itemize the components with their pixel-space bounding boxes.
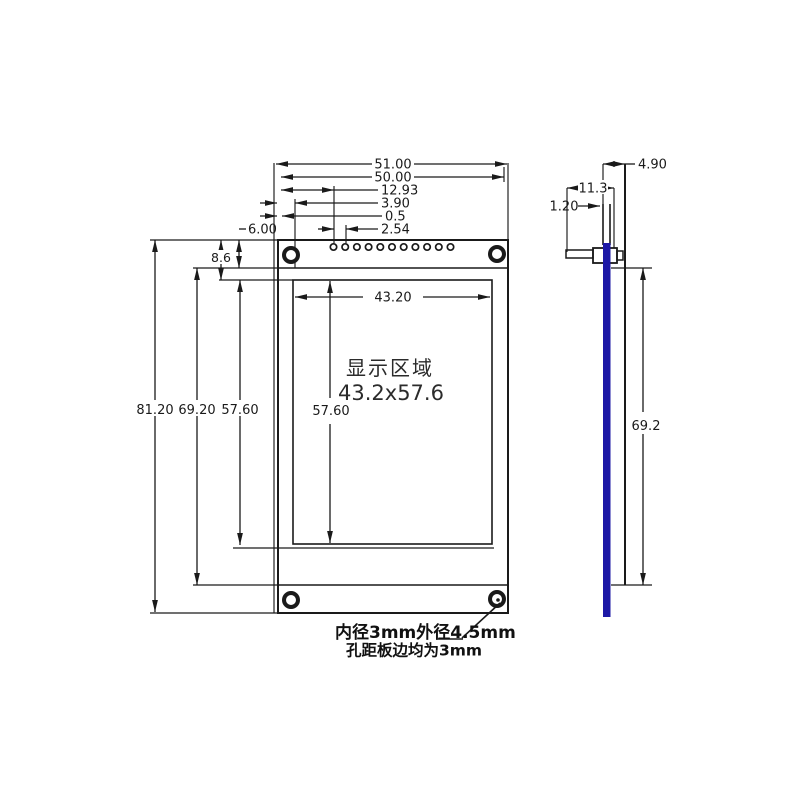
dim-label-board-width: 50.00 <box>374 171 411 186</box>
display-glass-bar <box>603 243 611 617</box>
dim-label-display-height-inner: 57.60 <box>312 404 349 419</box>
label-mask <box>372 156 414 171</box>
left-dimensions: 81.20 69.20 57.60 <box>134 240 261 612</box>
dim-label-display-height-left: 57.60 <box>221 403 258 418</box>
dim-label-top-margin: 6.00 <box>248 223 277 238</box>
dim-label-pin-pitch: 2.54 <box>381 223 410 238</box>
pin-hole <box>364 242 373 252</box>
label-mask <box>134 400 176 416</box>
pcb-board-outline <box>277 239 509 614</box>
pin-hole <box>399 242 408 252</box>
top-dimensions: 51.00 50.00 12.93 3.90 0.5 2.54 6.00 8.6 <box>209 156 507 280</box>
dim-label-board-height: 81.20 <box>136 403 173 418</box>
connector-nub <box>616 250 624 261</box>
dimension-lines <box>295 281 490 543</box>
pin-hole <box>423 242 432 252</box>
leader-dot <box>496 598 500 602</box>
pin-hole <box>376 242 385 252</box>
flex-cable <box>565 249 594 259</box>
display-area-size-label: 43.2x57.6 <box>338 381 444 405</box>
pin-hole <box>341 242 350 252</box>
dimension-lines <box>152 240 243 612</box>
mounting-hole-bottom-left <box>282 591 300 609</box>
label-mask <box>578 180 608 194</box>
display-area-label: 显示区域 <box>346 356 434 380</box>
label-mask <box>372 169 414 184</box>
pin-row <box>329 242 455 252</box>
dim-label-edge-gap: 0.5 <box>385 210 406 225</box>
side-dimensions: 4.90 11.3 1.20 69.2 <box>550 158 667 585</box>
dim-label-display-top-offset: 8.6 <box>211 250 231 265</box>
pin-hole <box>411 242 420 252</box>
dim-label-total-width: 51.00 <box>374 158 411 173</box>
mounting-hole-top-right <box>488 245 506 263</box>
front-view <box>150 163 509 614</box>
pin-hole <box>434 242 443 252</box>
dim-label-glass-height: 69.20 <box>178 403 215 418</box>
mounting-holes <box>282 245 506 609</box>
label-mask <box>219 400 261 416</box>
extension-lines <box>150 163 509 614</box>
dim-label-display-width: 43.20 <box>374 291 411 306</box>
side-view <box>565 164 652 617</box>
hole-spec-callout: 内径3mm外径4.5mm 孔距板边均为3mm <box>335 598 516 660</box>
pin-hole <box>352 242 361 252</box>
callout-text-line1: 内径3mm外径4.5mm <box>335 622 516 643</box>
label-mask <box>176 400 218 416</box>
mounting-hole-top-left <box>282 246 300 264</box>
dim-label-pcb-thickness: 1.20 <box>550 200 579 215</box>
pin-hole <box>446 242 455 252</box>
display-active-area <box>292 279 493 545</box>
extension-lines <box>566 164 652 586</box>
pin-hole <box>387 242 397 252</box>
leader-line <box>461 602 501 639</box>
display-dimensions: 43.20 57.60 显示区域 43.2x57.6 <box>295 281 490 543</box>
dim-label-overall-thickness: 4.90 <box>638 158 667 173</box>
callout-text-line2: 孔距板边均为3mm <box>346 641 482 660</box>
dim-label-display-left-margin: 3.90 <box>381 197 410 212</box>
label-mask <box>209 250 233 264</box>
dim-label-depth: 11.3 <box>579 182 608 197</box>
dim-label-pin-row-offset: 12.93 <box>381 184 418 199</box>
dim-label-glass-length: 69.2 <box>632 419 661 434</box>
pin-hole <box>329 242 338 252</box>
